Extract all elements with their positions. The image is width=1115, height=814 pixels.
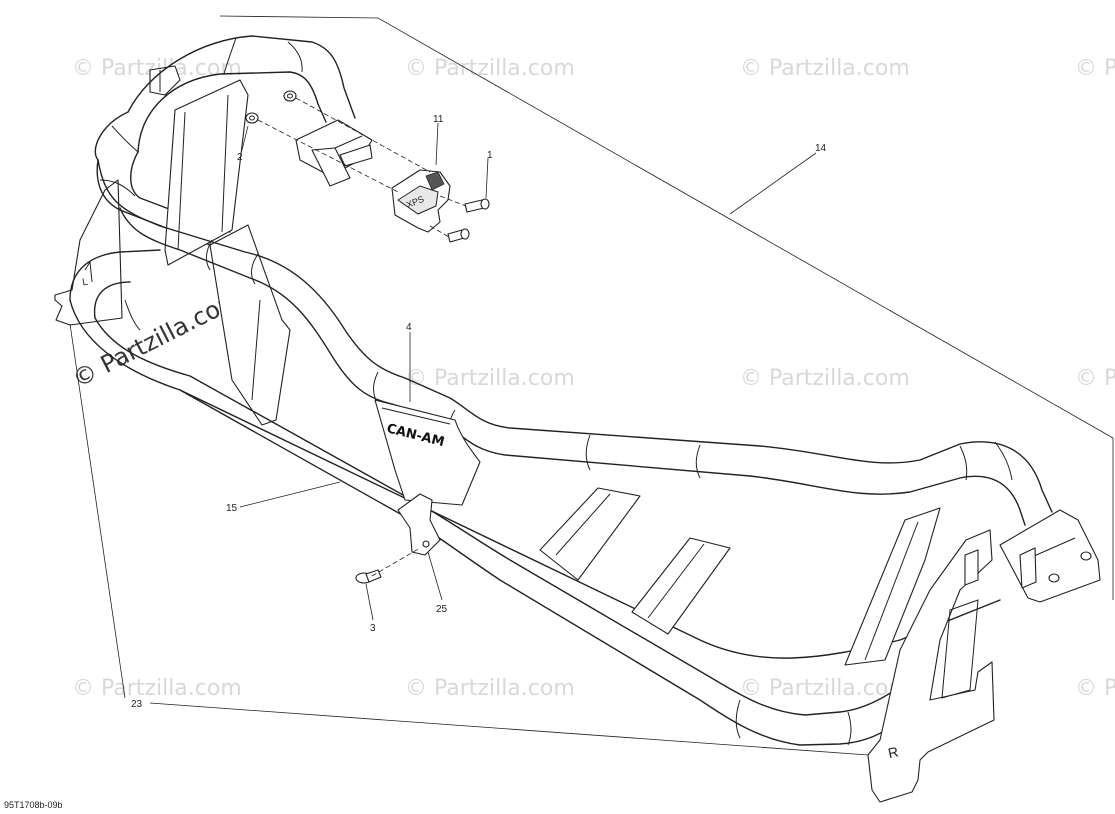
callout-14: 14: [815, 143, 827, 154]
watermark: © Partzilla.com: [740, 56, 910, 81]
callout-25: 25: [436, 604, 448, 615]
nut-2b-path: [295, 97, 431, 173]
watermark: © Partzilla.com: [1075, 56, 1115, 81]
watermark: © Partzilla.com: [405, 56, 575, 81]
panel-outline: [219, 15, 1114, 439]
watermark: © Partzilla.com: [405, 366, 575, 391]
callout-15: 15: [226, 503, 238, 514]
brand-badge-plate: CAN-AM: [374, 399, 481, 506]
callout-11: 11: [433, 114, 444, 125]
left-marking: L: [82, 277, 90, 289]
rear-rail-upper: [94, 35, 356, 246]
left-side-bracket: L: [54, 65, 181, 326]
callout-2: 2: [237, 152, 243, 163]
latch-mount-bracket: [295, 119, 373, 187]
watermark: © Partzilla.com: [405, 676, 575, 701]
callout-3: 3: [370, 623, 376, 634]
watermark: © Partzilla.com: [72, 676, 242, 701]
nut-2-path: [257, 119, 399, 193]
leader-lines: [69, 122, 869, 756]
watermark: © Partzilla.com: [740, 366, 910, 391]
right-marking: R: [887, 743, 900, 761]
right-latch-bracket: [999, 509, 1101, 603]
nut-2: [245, 90, 297, 124]
bolt-1: [447, 198, 490, 243]
screw-3-path: [371, 547, 421, 577]
latch-assembly: XPS: [391, 169, 451, 233]
watermark: © Partzilla.com: [740, 676, 910, 701]
rear-slats: [164, 79, 291, 426]
front-slats: [539, 487, 941, 666]
watermark-group: © Partzilla.com © Partzilla.com © Partzi…: [72, 56, 1115, 701]
drawing-code: 95T1708b-09b: [4, 800, 63, 810]
mounting-clip: [397, 493, 441, 556]
bolt-1b-path: [429, 225, 450, 238]
screw-3: [355, 569, 382, 584]
right-side-bracket: R: [867, 529, 995, 803]
bolt-1-path: [439, 195, 467, 207]
watermark: © Partzilla.com: [1075, 676, 1115, 701]
callout-1: 1: [487, 150, 493, 161]
callout-23: 23: [131, 699, 143, 710]
watermark: © Partzilla.com: [1075, 366, 1115, 391]
clip-hole: [422, 540, 430, 548]
callout-4: 4: [406, 322, 412, 333]
